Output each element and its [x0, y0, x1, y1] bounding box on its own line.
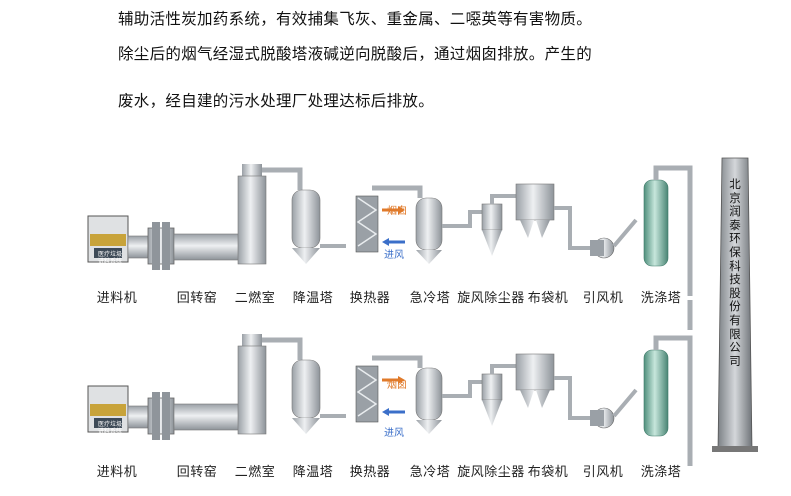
- description-line-3: 废水，经自建的污水处理厂处理达标后排放。: [118, 92, 435, 110]
- label-cooling-bottom: 降温塔: [292, 465, 334, 480]
- label-exchanger-top: 换热器: [349, 291, 391, 306]
- inlet-air-arrow-label-bottom: 进风: [384, 428, 404, 439]
- label-scrubber-bottom: 洗涤塔: [640, 465, 682, 480]
- label-kiln-bottom: 回转窑: [176, 465, 218, 480]
- label-feeder-bottom: 进料机: [96, 465, 138, 480]
- label-fan-bottom: 引风机: [582, 465, 624, 480]
- label-scrubber-top: 洗涤塔: [640, 291, 682, 306]
- feeder-plate-line1-top: 医疗垃圾: [98, 251, 123, 258]
- label-kiln-top: 回转窑: [176, 291, 218, 306]
- label-combustion-bottom: 二燃室: [234, 465, 276, 480]
- label-cyclone-top: 旋风除尘器: [457, 291, 525, 306]
- feeder-plate-line1-bottom: 医疗垃圾: [98, 421, 123, 428]
- label-quench-top: 急冷塔: [409, 291, 451, 306]
- flue-gas-arrow-label-top: 烟囱: [387, 206, 407, 217]
- description-line-2: 除尘后的烟气经湿式脱酸塔液碱逆向脱酸后，通过烟囱排放。产生的: [118, 45, 593, 63]
- inlet-air-arrow-label-top: 进风: [384, 250, 404, 261]
- description-line-1: 辅助活性炭加药系统，有效捕集飞灰、重金属、二噁英等有害物质。: [118, 10, 593, 28]
- chimney: [712, 157, 758, 452]
- label-cooling-top: 降温塔: [292, 291, 334, 306]
- feeder-plate-line2-bottom: 进料系统: [98, 428, 123, 435]
- chimney-company-name: 北京润泰环保科技股份有限公司: [729, 177, 741, 368]
- label-fan-top: 引风机: [582, 291, 624, 306]
- label-bagfilter-top: 布袋机: [527, 291, 569, 306]
- flue-gas-arrow-label-bottom: 烟囱: [387, 380, 407, 391]
- feeder-plate-line2-top: 进料系统: [98, 258, 123, 265]
- label-cyclone-bottom: 旋风除尘器: [457, 465, 525, 480]
- label-feeder-top: 进料机: [96, 291, 138, 306]
- label-exchanger-bottom: 换热器: [349, 465, 391, 480]
- label-combustion-top: 二燃室: [234, 291, 276, 306]
- label-quench-bottom: 急冷塔: [409, 465, 451, 480]
- label-bagfilter-bottom: 布袋机: [527, 465, 569, 480]
